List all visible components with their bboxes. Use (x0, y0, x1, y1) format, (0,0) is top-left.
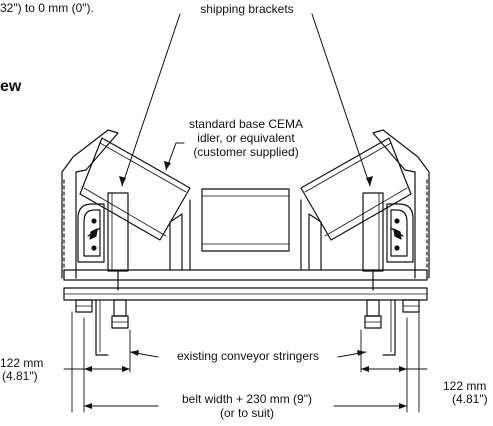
center-roller (201, 188, 290, 252)
bolt-left-outer (75, 299, 93, 313)
label-idler-line1: standard base CEMA (188, 117, 304, 131)
idler-base-plate (63, 269, 428, 281)
stringer-right (382, 299, 396, 356)
label-right-dimension-in: (4.81") (452, 392, 488, 406)
leader-arrowheads (119, 161, 373, 356)
top-note: 32") to 0 mm (0"). (0, 1, 94, 15)
bolt-right-inner (364, 271, 382, 329)
label-left-dimension-mm: 122 mm (0, 356, 44, 370)
center-stands (169, 199, 322, 271)
label-or-to-suit: (or to suit) (219, 406, 274, 420)
leader-lines (121, 13, 371, 358)
label-idler-line2: idler, or equivalent (197, 131, 295, 145)
shipping-bracket-left (77, 192, 129, 272)
wing-roller-left (79, 137, 191, 241)
frame-side-left (61, 129, 119, 279)
bolt-right-outer (402, 299, 420, 313)
label-idler-line3: (customer supplied) (193, 145, 299, 159)
stringer-left (95, 299, 109, 356)
dimension-arrowheads (84, 366, 407, 409)
label-existing-stringers: existing conveyor stringers (176, 349, 320, 363)
wing-roller-right (300, 137, 412, 241)
side-heading: ew (0, 78, 22, 95)
label-left-dimension-in: (4.81") (2, 369, 38, 383)
shipping-bracket-right (362, 192, 414, 272)
frame-side-right (372, 129, 430, 279)
label-shipping-brackets: shipping brackets (200, 2, 294, 16)
label-right-dimension-mm: 122 mm (443, 379, 487, 393)
label-belt-width: belt width + 230 mm (9") (182, 392, 312, 406)
bolt-left-inner (111, 271, 129, 329)
